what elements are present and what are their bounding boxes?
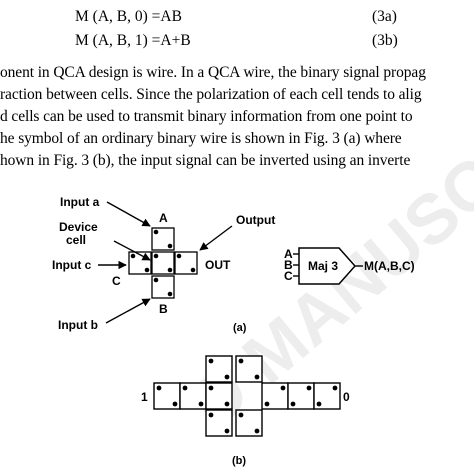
inverter-dot — [224, 428, 230, 434]
cell-b-dot-1 — [153, 277, 159, 283]
majority-gate-symbol: A B C Maj 3 M(A,B,C) — [284, 247, 415, 285]
symbol-input-c: C — [284, 269, 293, 283]
paragraph-line-3: d cells can be used to transmit binary i… — [0, 108, 413, 125]
cell-b-label: B — [159, 302, 168, 316]
equation-3a-number-text: (3a) — [372, 8, 397, 25]
inverter-dot — [316, 401, 322, 407]
output-label: Output — [236, 213, 275, 227]
input-c-label: Input c — [52, 258, 92, 272]
inverter-layout: 1 0 — [141, 355, 350, 437]
inverter-dot — [156, 385, 162, 391]
cell-c-label: C — [112, 274, 121, 288]
symbol-output-label: M(A,B,C) — [364, 259, 415, 273]
equation-3b-number-text: (3b) — [372, 32, 398, 49]
inverter-dot — [208, 385, 214, 391]
inverter-dot — [238, 358, 244, 364]
inverter-dot — [208, 358, 214, 364]
paragraph-line-1: onent in QCA design is wire. In a QCA wi… — [0, 64, 426, 81]
inverter-dot — [306, 385, 312, 391]
input-a-arrow — [106, 201, 151, 227]
majority-gate-layout: Input a Device cell Input c Input b Outp… — [52, 195, 275, 332]
inverter-dot — [332, 385, 338, 391]
symbol-input-b: B — [284, 258, 293, 272]
inverter-output-label: 0 — [343, 390, 350, 404]
figure-caption-a: (a) — [233, 322, 247, 334]
cell-a-label: A — [159, 211, 168, 225]
cell-out-label: OUT — [205, 258, 231, 272]
inverter-dot — [198, 401, 204, 407]
inverter-dot — [224, 401, 230, 407]
device-cell-dot-2 — [167, 267, 173, 273]
symbol-input-a: A — [284, 247, 293, 261]
input-b-label: Input b — [58, 318, 98, 332]
cell-out-dot-1 — [176, 253, 182, 259]
cell-a-dot-1 — [153, 229, 159, 235]
maj3-symbol-body — [298, 247, 357, 285]
cell-c-dot-2 — [144, 267, 150, 273]
device-cell-arrow — [113, 240, 151, 261]
inverter-dot — [224, 374, 230, 380]
equation-3a-number: (3a) — [372, 8, 397, 26]
inverter-dot — [182, 385, 188, 391]
inverter-dot — [254, 428, 260, 434]
equation-3a-expr: M (A, B, 0) =AB — [75, 8, 182, 25]
maj3-label: Maj 3 — [308, 259, 338, 273]
equation-3a: M (A, B, 0) =AB — [75, 8, 182, 26]
inverter-dot — [208, 412, 214, 418]
input-a-label: Input a — [60, 195, 100, 209]
paragraph-line-5: hown in Fig. 3 (b), the input signal can… — [0, 152, 411, 169]
inverter-dot — [264, 401, 270, 407]
inverter-input-label: 1 — [141, 390, 148, 404]
figure-caption-b: (b) — [232, 455, 246, 467]
device-cell-label-1: Device — [59, 220, 98, 234]
inverter-dot — [238, 412, 244, 418]
cell-a-dot-2 — [167, 243, 173, 249]
equation-3b-number: (3b) — [372, 32, 398, 50]
device-cell-label-2: cell — [66, 233, 86, 247]
inverter-dot — [290, 401, 296, 407]
paragraph-line-4: he symbol of an ordinary binary wire is … — [0, 130, 402, 147]
inverter-dot — [280, 385, 286, 391]
device-cell-dot-1 — [153, 253, 159, 259]
equation-3b: M (A, B, 1) =A+B — [75, 32, 191, 50]
inverter-dot — [254, 374, 260, 380]
equation-3b-expr: M (A, B, 1) =A+B — [75, 32, 191, 49]
output-arrow — [199, 225, 233, 251]
cell-b-dot-2 — [167, 291, 173, 297]
cell-out-dot-2 — [190, 267, 196, 273]
paragraph-line-2: raction between cells. Since the polariz… — [0, 86, 422, 103]
input-b-arrow — [105, 298, 151, 324]
inverter-dot — [172, 401, 178, 407]
cell-c-dot-1 — [130, 253, 136, 259]
